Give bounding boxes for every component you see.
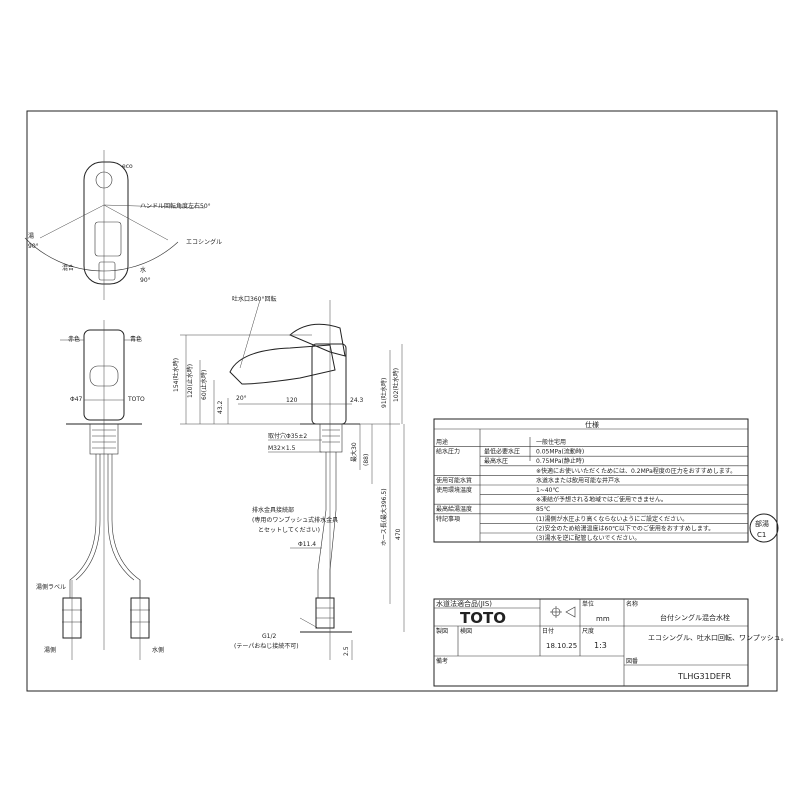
hot-angle-label: 90°	[28, 243, 39, 250]
dim-470: 470	[395, 528, 402, 540]
dim-154: 154(吐水時)	[172, 358, 180, 392]
dim-30: 最大30	[350, 442, 358, 462]
red-label: 赤色	[68, 335, 80, 343]
pipe-thread-note: (テーパおねじ接続不可)	[234, 642, 299, 650]
front-view: 赤色 青色 Φ47 TOTO 湯側ラベル 湯側 水側	[36, 320, 164, 660]
spec-cell-c1: 特記事項	[436, 515, 460, 523]
spec-cell-c3: 1~40℃	[536, 487, 559, 494]
spec-cell-c1: 使用環境温度	[436, 486, 472, 494]
dim-91: 91(吐水時)	[380, 378, 388, 408]
checked-label: 検図	[460, 627, 472, 635]
spec-cell-c3: ※凍結が予想される地域ではご使用できません。	[536, 496, 667, 504]
date-label: 日付	[542, 627, 554, 635]
handle-angle-label: ハンドル回転角度左右50°	[140, 202, 211, 210]
spec-cell-c3: (1)湯側が水圧より高くならないようにご設定ください。	[536, 515, 688, 523]
spec-cell-c1: 給水圧力	[436, 448, 460, 456]
title-block: 水道法適合品(JIS) TOTO 単位 mm 名称 台付シングル混合水栓 製図 …	[433, 598, 788, 687]
drain-note-1: 排水金具接続部	[252, 506, 294, 514]
drain-note-2: (専用のワンプッシュ式排水金具	[252, 516, 338, 524]
drawing-number-label: 図番	[626, 658, 638, 665]
unit-label: 単位	[582, 600, 594, 608]
name-label: 名称	[626, 600, 638, 608]
stamp: 部湯 C1	[749, 513, 779, 543]
spec-cell-c2: 最高水圧	[484, 457, 508, 465]
blue-label: 青色	[130, 335, 142, 343]
spec-cell-c1: 用途	[436, 438, 448, 446]
brand-logo: TOTO	[460, 609, 506, 627]
drawn-label: 製図	[436, 627, 448, 635]
stamp-line-2: C1	[757, 531, 766, 539]
hot-tag-label: 湯側ラベル	[36, 583, 66, 591]
top-view: eco ハンドル回転角度左右50° エコシングル 湯 90° 混合 水 90°	[24, 150, 222, 300]
angle-20-label: 20°	[236, 395, 247, 402]
mix-label: 混合	[62, 264, 74, 272]
product-description: エコシングル、吐水口回転、ワンプッシュ。	[648, 633, 788, 642]
spec-cell-c3: (3)湯水を逆に配管しないでください。	[536, 534, 640, 542]
spec-cell-c3: 0.05MPa(流動時)	[536, 448, 584, 456]
drain-note-3: とセットしてください)	[258, 527, 320, 534]
dim-396: ホース長(最大396.5)	[380, 488, 388, 546]
dim-88: (88)	[363, 454, 370, 466]
scale-label: 尺度	[582, 627, 594, 635]
spec-cell-c1: 使用可能水質	[436, 476, 472, 484]
dim-43: 43.2	[217, 400, 224, 414]
dim-24: 24.3	[350, 397, 364, 404]
dim-120-vertical: 120(止水時)	[186, 364, 194, 398]
brand-text-label: TOTO	[127, 396, 145, 403]
dim-120-horizontal: 120	[286, 397, 298, 404]
unit-value: mm	[596, 615, 610, 623]
product-name: 台付シングル混合水栓	[660, 613, 730, 622]
side-view: 吐水口360°回転 154(吐水時) 120(止水時) 60(止水時) 43.2…	[172, 295, 405, 660]
spec-cell-c3: ※快適にお使いいただくためには、0.2MPa程度の圧力をおすすめします。	[536, 467, 736, 475]
dim-25: 2.5	[343, 646, 350, 656]
spec-cell-c3: 85℃	[536, 506, 551, 513]
spec-cell-c3: 水道水または飲用可能な井戸水	[536, 476, 620, 484]
date-value: 18.10.25	[546, 642, 577, 650]
standard-label: 水道法適合品(JIS)	[436, 599, 492, 608]
handle-rotation-arc	[24, 237, 179, 272]
dim-102: 102(吐水時)	[392, 368, 400, 402]
mount-hole-label: 取付穴Φ35±2	[268, 432, 307, 440]
spec-cell-c3: 一般住宅用	[536, 438, 566, 446]
water-label: 水	[140, 266, 146, 274]
drawing-frame	[26, 110, 778, 692]
diameter-label: Φ47	[70, 396, 83, 403]
hot-side-label: 湯側	[44, 646, 56, 654]
water-side-label: 水側	[152, 646, 164, 654]
water-angle-label: 90°	[140, 277, 151, 284]
spout-rotation-label: 吐水口360°回転	[232, 295, 276, 303]
dim-11: Φ11.4	[298, 541, 316, 548]
spec-cell-c3: (2)安全のため給湯温度は60℃以下でのご使用をおすすめします。	[536, 524, 714, 532]
spec-title: 仕様	[585, 420, 599, 429]
spec-cell-c2: 最低必要水圧	[484, 448, 520, 456]
stamp-line-1: 部湯	[755, 519, 769, 528]
thread-label: M32×1.5	[268, 445, 296, 452]
dim-60: 60(止水時)	[200, 370, 208, 400]
note-label: 備考	[436, 657, 448, 665]
hot-label: 湯	[28, 232, 34, 240]
eco-label: eco	[122, 163, 133, 170]
spec-cell-c1: 最高給湯温度	[436, 505, 472, 513]
drawing-number: TLHG31DEFR	[677, 672, 732, 681]
pipe-thread-label: G1/2	[262, 633, 276, 640]
eco-single-label: エコシングル	[186, 238, 222, 246]
spec-cell-c3: 0.75MPa(静止時)	[536, 457, 584, 465]
scale-value: 1:3	[594, 641, 607, 650]
